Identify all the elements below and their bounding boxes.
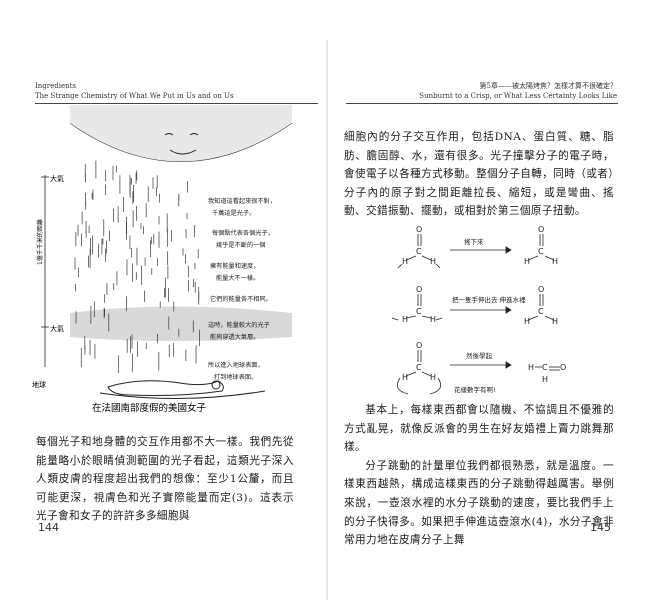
book-gutter <box>326 40 328 600</box>
svg-text:H: H <box>542 375 548 384</box>
page-number: 144 <box>38 521 59 534</box>
annotation-3: 每個點代表各個光子， <box>212 229 274 237</box>
header-rule <box>35 103 318 104</box>
diagram-label-3: 然後學起 <box>466 351 493 360</box>
svg-text:C: C <box>416 247 422 256</box>
axis-label-bottom: 地球 <box>32 380 46 389</box>
svg-text:C: C <box>538 247 544 256</box>
annotation-10: 所以進入地球表面， <box>208 361 264 369</box>
paragraph-3-text: 分子跳動的計量單位我們都很熟悉，就是溫度。一樣東西越熱，構成這樣東西的分子跳動得… <box>344 459 614 547</box>
illustration-annotations: 我知道這看起來很不對， 千萬這是光子。 每個點代表各個光子， 幾乎是不斷的一個 … <box>208 197 276 381</box>
photon-rain <box>74 160 200 373</box>
body-paragraph-1: 細胞內的分子交互作用，包括DNA、蛋白質、糖、脂肪、膽固醇、水，還有很多。光子撞… <box>344 131 614 218</box>
svg-text:H: H <box>402 315 408 324</box>
svg-text:H: H <box>528 363 534 372</box>
svg-text:O: O <box>416 341 422 350</box>
page-number: 145 <box>590 521 611 534</box>
annotation-2: 千萬這是光子。 <box>212 209 255 217</box>
molecule-vibration-diagram: O C H H O C H H O C H H O C H <box>391 225 566 395</box>
svg-text:O: O <box>416 225 422 234</box>
svg-text:H: H <box>430 373 436 382</box>
body-paragraph-2: 基本上，每樣東西都會以隨機、不協調且不優雅的方式亂晃，就像反派會的男生在好友婚禮… <box>344 401 614 550</box>
svg-text:H: H <box>402 257 408 266</box>
sun-photon-illustration: 大氣 1億千千米的距離 大氣 地球 我知道這看起來很不對， 千萬這是光子。 每個… <box>32 105 293 414</box>
svg-text:H: H <box>402 373 408 382</box>
illustration-caption: 在法國南部度假的美國女子 <box>92 402 207 414</box>
annotation-9: 能夠穿透大氣層。 <box>210 333 260 341</box>
svg-text:H: H <box>552 257 558 266</box>
svg-text:H: H <box>430 315 436 324</box>
svg-text:O: O <box>560 363 566 372</box>
header-rule <box>346 103 618 104</box>
axis-label-side: 1億千千米的距離 <box>36 219 44 265</box>
diagram-label-2: 把一隻手伸出去 伸進水裡 <box>452 295 526 304</box>
svg-text:O: O <box>538 225 544 234</box>
annotation-7: 它們的能量各不相同。 <box>210 295 272 303</box>
svg-text:C: C <box>538 307 544 316</box>
running-header-left: Ingredients The Strange Chemistry of Wha… <box>35 81 234 101</box>
svg-text:H: H <box>552 317 558 326</box>
annotation-1: 我知道這看起來很不對， <box>208 197 276 205</box>
axis-label-top: 大氣 <box>50 174 64 183</box>
woman-figure <box>107 380 224 396</box>
header-book-title: Ingredients <box>35 82 77 90</box>
annotation-6: 能量大不一樣。 <box>216 274 259 282</box>
body-paragraph: 每個光子和地身體的交互作用都不大一樣。我們先從能量略小於眼睛偵測範圍的光子看起，… <box>36 436 294 523</box>
header-chapter-title: 第5章——被太陽烤焦？怎樣才算不很確定？ <box>479 82 617 90</box>
left-page: Ingredients The Strange Chemistry of Wha… <box>0 0 327 609</box>
axis-label-mid: 大氣 <box>50 324 64 333</box>
header-chapter-subtitle: Sunburnt to a Crisp, or What Less Certai… <box>419 92 617 100</box>
svg-text:H: H <box>430 257 436 266</box>
header-book-subtitle: The Strange Chemistry of What We Put in … <box>35 92 234 100</box>
svg-text:C: C <box>542 363 548 372</box>
annotation-5: 擁有能量和速度， <box>210 262 260 270</box>
annotation-8: 這時，能量較大的光子 <box>208 321 270 329</box>
right-page: 第5章——被太陽烤焦？怎樣才算不很確定？ Sunburnt to a Crisp… <box>328 0 655 609</box>
diagram-label-1: 搖下來 <box>464 237 484 246</box>
svg-text:H: H <box>524 317 530 326</box>
diagram-label-5: 花樣數字有啊! <box>454 385 496 394</box>
paragraph-2-text: 基本上，每樣東西都會以隨機、不協調且不優雅的方式亂晃，就像反派會的男生在好友婚禮… <box>344 404 614 454</box>
svg-text:O: O <box>416 285 422 294</box>
annotation-11: 打到地球表面。 <box>214 373 257 381</box>
running-header-right: 第5章——被太陽烤焦？怎樣才算不很確定？ Sunburnt to a Crisp… <box>419 81 617 101</box>
svg-text:H: H <box>524 257 530 266</box>
annotation-4: 幾乎是不斷的一個 <box>216 241 266 249</box>
svg-text:C: C <box>416 363 422 372</box>
svg-text:C: C <box>416 307 422 316</box>
svg-text:O: O <box>538 285 544 294</box>
